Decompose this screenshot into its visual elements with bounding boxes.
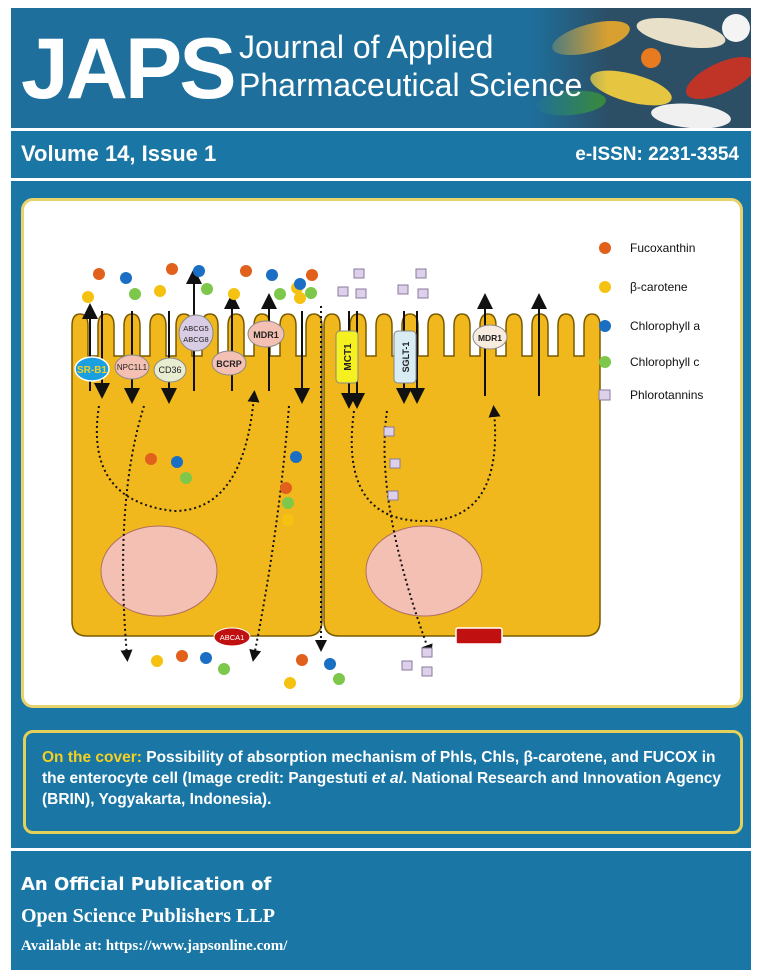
nucleus-right xyxy=(365,525,483,617)
enterocyte-diagram: SR-B1 NPC1L1 CD36 ABCG5 ABCG8 BCRP MD xyxy=(71,241,703,689)
legend-swatch-phlorotannins xyxy=(598,389,611,401)
transporter-sglt1: SGLT-1 xyxy=(393,330,417,384)
cover-frame: JAPS Journal of Applied Pharmaceutical S… xyxy=(11,8,751,970)
cover-caption: On the cover: Possibility of absorption … xyxy=(23,730,743,834)
transporter-bcrp: BCRP xyxy=(211,350,247,376)
legend-swatch-chlorophyll-c xyxy=(599,356,611,368)
transporter-mct1: MCT1 xyxy=(335,330,359,384)
transporter-npc1l1: NPC1L1 xyxy=(114,354,150,380)
volume-issue: Volume 14, Issue 1 xyxy=(21,141,217,166)
publisher-line1: An Official Publication of xyxy=(21,874,272,895)
transporter-mdr1-left: MDR1 xyxy=(247,320,285,348)
caption-text-2: . National Research and Innovation Agenc… xyxy=(42,770,722,808)
svg-text:ABCG5: ABCG5 xyxy=(183,324,208,333)
separator-line xyxy=(11,178,751,181)
legend-label-fucoxanthin: Fucoxanthin xyxy=(630,241,695,255)
journal-name-line1: Journal of Applied xyxy=(239,29,494,65)
transporter-mdr1-right: MDR1 xyxy=(472,324,508,350)
journal-name-line2: Pharmaceutical Science xyxy=(239,67,583,103)
phlorotannin-squares xyxy=(337,268,433,677)
cover-figure: SR-B1 NPC1L1 CD36 ABCG5 ABCG8 BCRP MD xyxy=(21,198,743,708)
publisher-name: Open Science Publishers LLP xyxy=(21,905,275,927)
svg-text:MDR1: MDR1 xyxy=(478,333,502,343)
svg-text:ABCG8: ABCG8 xyxy=(183,335,208,344)
caption-italic: et al xyxy=(371,770,403,787)
transporter-cd36: CD36 xyxy=(153,357,187,383)
pills-banner-image xyxy=(531,8,751,128)
svg-text:ABCA1: ABCA1 xyxy=(220,633,245,642)
transporter-abca1: ABCA1 xyxy=(213,627,251,647)
publisher-info: An Official Publication of Open Science … xyxy=(21,874,287,955)
nucleus-left xyxy=(100,525,218,617)
legend-swatch-chlorophyll-a xyxy=(599,320,611,332)
legend-swatch-beta-carotene xyxy=(599,281,611,293)
legend-swatch-fucoxanthin xyxy=(599,242,611,254)
legend-label-chlorophyll-a: Chlorophyll a xyxy=(630,319,700,333)
svg-text:SR-B1: SR-B1 xyxy=(77,365,107,376)
transporter-abcg5-abcg8: ABCG5 ABCG8 xyxy=(178,314,214,352)
svg-text:CD36: CD36 xyxy=(158,365,181,375)
molecule-dots xyxy=(82,263,345,689)
legend-label-phlorotannins: Phlorotannins xyxy=(630,388,703,402)
basolateral-transporter-block xyxy=(455,627,503,645)
svg-text:BCRP: BCRP xyxy=(216,359,242,369)
svg-text:SGLT-1: SGLT-1 xyxy=(401,342,411,373)
availability-url[interactable]: Available at: https://www.japsonline.com… xyxy=(21,938,288,954)
journal-logo: JAPS xyxy=(21,21,237,117)
figure-legend: Fucoxanthin β-carotene Chlorophyll a Chl… xyxy=(598,241,703,402)
svg-text:MCT1: MCT1 xyxy=(343,343,354,371)
masthead: JAPS Journal of Applied Pharmaceutical S… xyxy=(11,8,751,128)
svg-text:NPC1L1: NPC1L1 xyxy=(117,363,148,372)
transporter-srb1: SR-B1 xyxy=(74,356,110,382)
caption-text-1: Possibility of absorption mechanism of P… xyxy=(42,749,716,787)
legend-label-chlorophyll-c: Chlorophyll c xyxy=(630,355,699,369)
legend-label-beta-carotene: β-carotene xyxy=(630,280,688,294)
journal-name: Journal of Applied Pharmaceutical Scienc… xyxy=(239,28,582,104)
svg-text:MDR1: MDR1 xyxy=(253,330,279,340)
issn: e-ISSN: 2231-3354 xyxy=(575,144,739,165)
separator-line xyxy=(11,848,751,851)
separator-line xyxy=(11,128,751,131)
caption-lead: On the cover: xyxy=(42,749,142,766)
